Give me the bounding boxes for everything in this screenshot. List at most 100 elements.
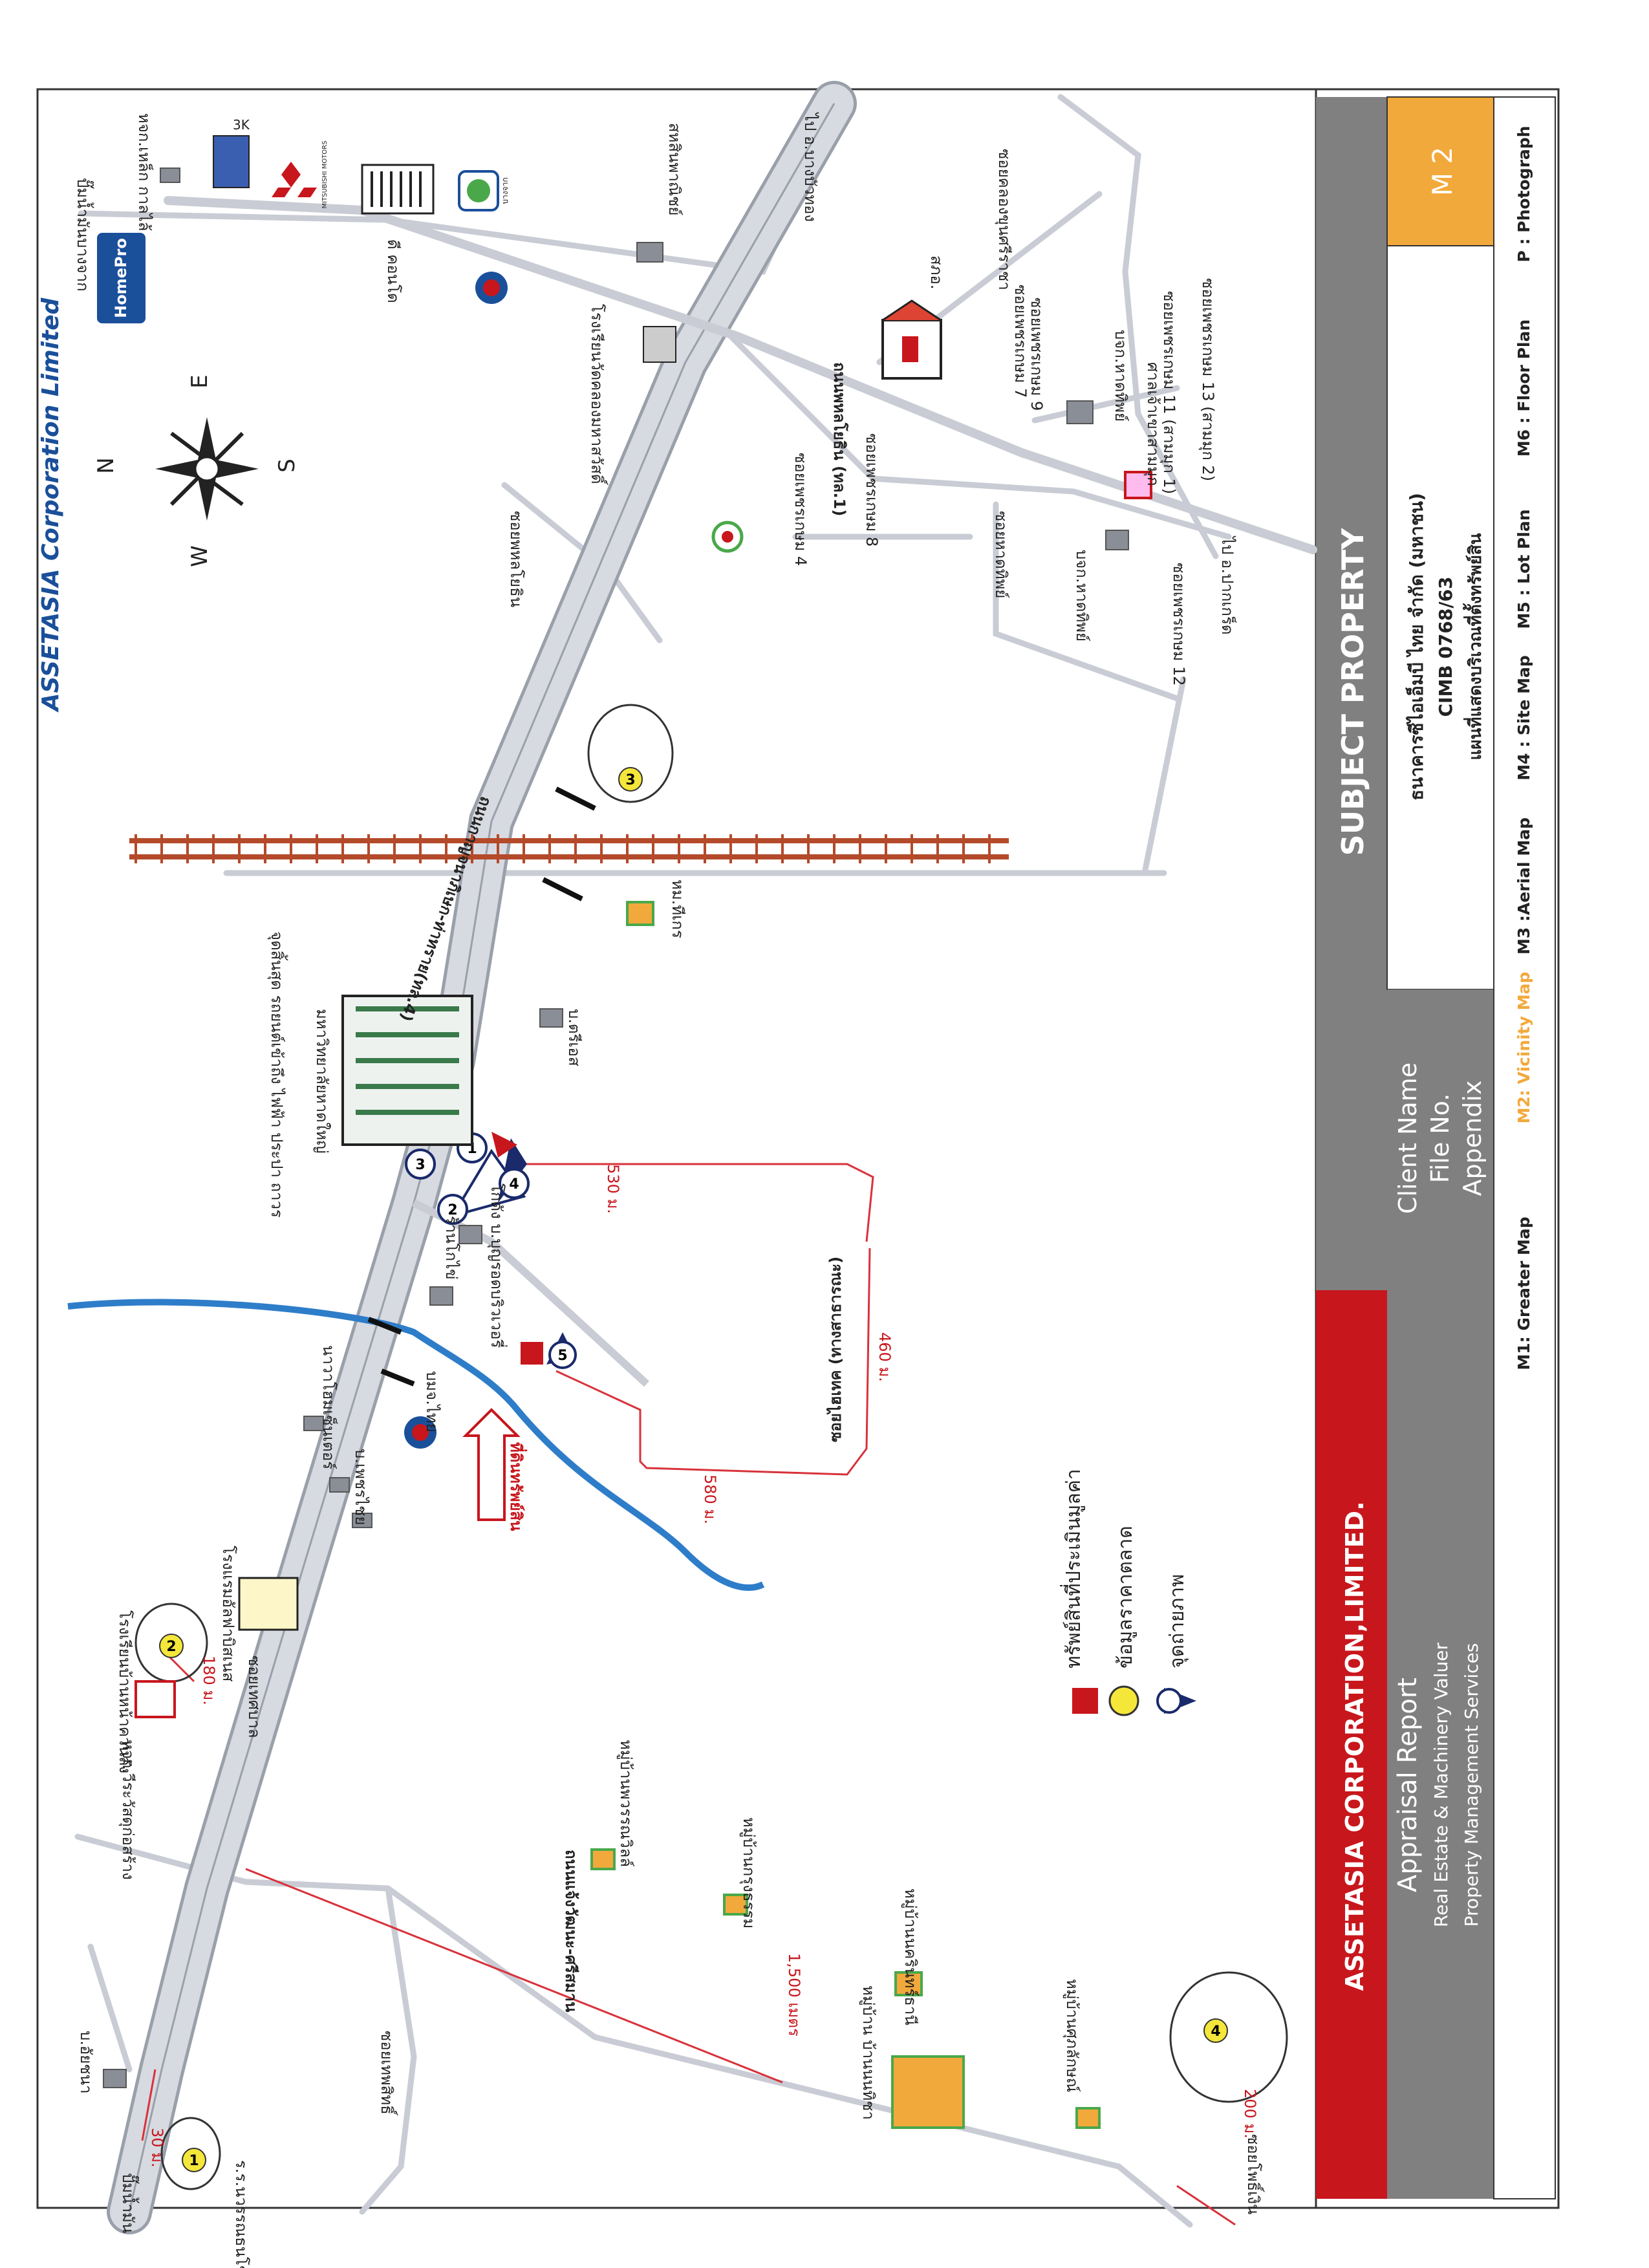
company-text-box [1387, 1300, 1494, 2199]
university-building-icon [341, 995, 473, 1146]
dist-180: 180 ม. [200, 1656, 218, 1705]
label-to-bangbuathong: ไป อ.บางบัวทอง [801, 112, 819, 222]
report-title: Appraisal Report [1393, 1678, 1423, 1892]
svg-text:บางจาก: บางจาก [501, 177, 510, 204]
map-code-box [1386, 96, 1494, 246]
road-soi-north [1057, 94, 1219, 559]
label-soi-thepsit: ซอยเทพสิทธิ์ [378, 2031, 398, 2116]
road-grid-b [993, 501, 1180, 702]
label-soi-khlong: ซอยคลองขุนศรีราชา [995, 149, 1013, 290]
building-icon-condo [361, 164, 435, 215]
company-bar [1316, 1290, 1387, 2199]
label-gas-2: ปั๊มน้ำมัน [119, 2173, 140, 2233]
svg-text:MITSUBISHI MOTORS: MITSUBISHI MOTORS [321, 141, 329, 209]
label-road-phahon: ถนนพหลโยธิน (ทล.1) [830, 362, 849, 516]
label-school-3: ร.ร.นวรรณธนโชค [232, 2160, 250, 2268]
company-name: ASSETASIA CORPORATION,LIMITED. [1341, 1501, 1369, 1991]
svg-text:2: 2 [166, 1639, 176, 1655]
road-west-soi [359, 1885, 417, 2215]
label-soi-13: ซอยเพชรเกษม 13 (สามมุก 2) [1198, 278, 1217, 481]
index-m2: M2: Vicinity Map [1514, 972, 1533, 1124]
road-soi-12 [1141, 676, 1187, 876]
svg-text:2: 2 [447, 1202, 457, 1218]
labels-box [1387, 989, 1494, 1300]
label-hotel: โรงแรมอัลฟาบิสเนส [219, 1546, 237, 1682]
index-m1: M1: Greater Map [1514, 1216, 1533, 1370]
gas-station-icon-1 [475, 272, 508, 304]
compass-rose [155, 417, 259, 521]
label-soi-4: ซอยเพชรเกษม 4 [792, 453, 810, 566]
label-village-tikre: หม.ทีเกร [669, 880, 687, 938]
service-2: Property Management Services [1461, 1643, 1482, 1927]
svg-text:3K: 3K [233, 117, 250, 133]
legend-photo-swatch [1156, 1688, 1196, 1714]
appendix-text: แผนที่แสดงบริเวณที่ตั้งทรัพย์สิน [1462, 533, 1485, 760]
label-d-condo: ดี คอนโด [384, 239, 402, 303]
bridge-markers [367, 786, 596, 1387]
label-soi-12: ซอยเพชรเกษม 12 [1170, 563, 1188, 686]
legend: ทรัพย์สินที่ประเมินมูลค่า ข้อมูลราคาตลาด… [1060, 1469, 1196, 1716]
school-icon-1 [643, 326, 676, 363]
brand-3k-icon: 3K [213, 117, 250, 188]
mitsubishi-logo: MITSUBISHI MOTORS [272, 141, 329, 209]
market-marker-2: 2 [159, 1634, 184, 1658]
map-code: M 2 [1427, 147, 1458, 196]
label-village-2: หมู่บ้านกรุงธรรม [739, 1817, 758, 1928]
label-soi-subject: ซอยไฮเทค (ทางสาธารณะ) [826, 1257, 845, 1442]
label-police: สภอ. [927, 255, 945, 290]
railway [129, 834, 1009, 863]
index-m5: M5 : Lot Plan [1514, 510, 1533, 629]
subject-arrow [462, 1408, 521, 1521]
file-no-label: File No. [1426, 1094, 1454, 1183]
subject-property-marker [521, 1342, 543, 1365]
label-tri-s: บ.ตรีเอส [565, 1009, 583, 1066]
label-steel-shop: หจก.เหล็ก กาลไล้ [135, 113, 154, 231]
legend-photo-label: จุดถ่ายภาพ [1166, 1574, 1189, 1669]
dist-30: 30 ม. [148, 2128, 166, 2168]
label-school-1: โรงเรียนวัดคลองมหาสวัสดิ์ [588, 304, 609, 486]
legend-market-swatch [1108, 1685, 1139, 1716]
red-pointer [491, 1132, 517, 1158]
client-name-label: Client Name [1394, 1063, 1422, 1214]
label-endpoint: จุดสิ้นสุด รถยนต์เข้าถึง ไฟฟ้า ประปา ถาว… [267, 931, 288, 1218]
label-mahasin: บมจ.ไทย [423, 1371, 441, 1432]
market-marker-3: 3 [618, 767, 643, 792]
label-sahasin: สหสินพาณิชย์ [665, 123, 684, 215]
label-ko-khai: ร้านโกไข่ [442, 1216, 460, 1280]
dist-1500: 1,500 เมตร [785, 1953, 803, 2036]
label-soi-11: ซอยเพชรเกษม 11 (สามมุก 1) [1159, 291, 1178, 494]
index-strip [1493, 96, 1556, 2199]
label-hardware: หจก.วีระวัสดุก่อสร้าง [118, 1740, 137, 1880]
seven-eleven-icon [711, 521, 744, 553]
label-subject-land: ที่ดินทรัพย์สิน [507, 1442, 528, 1531]
label-aichana: บ.อัยชนา [77, 2031, 95, 2094]
svg-text:HomePro: HomePro [112, 238, 130, 318]
label-to-pakkret: ไป อ.ปากเกร็ด [1218, 535, 1237, 634]
label-phetchai: บ.เพชรไชย [352, 1449, 370, 1526]
label-shrine: ศาลเจ้าเขาสามมุก [1143, 362, 1162, 486]
label-village-4: หมู่บ้านศุภลักษณ์ [1062, 1979, 1081, 2092]
road-crossing [164, 196, 1317, 554]
dist-200: 200 ม. [1241, 2089, 1259, 2139]
info-panel [1315, 88, 1560, 2209]
label-village-1: หมู่บ้านพวรรณวิลล์ [616, 1740, 635, 1867]
label-soi-9: ซอยเพชรเกษม 9 [1028, 297, 1046, 411]
map-area: 3 2 4 1 2 3 1 4 5 [67, 81, 1317, 2268]
label-soi-thesaban: ซอยเทศบาล [245, 1656, 263, 1738]
police-station-icon [881, 299, 942, 380]
dist-530: 530 ม. [604, 1164, 622, 1214]
label-village-5: หมู่บ้าน บ้านนนทิชา [859, 1985, 878, 2120]
client-name: ธนาคารซีไอเอ็มบี ไทย จำกัด (มหาชน) [1405, 493, 1427, 801]
label-university: มหาวิทยาลัยหาดใหญ่ [313, 1009, 331, 1154]
road-soi-4 [727, 333, 1232, 540]
label-village-3: หมู่บ้านนครินทร์ธานี [901, 1888, 920, 2025]
road-vert-west [87, 1943, 133, 2073]
market-marker-4: 4 [1203, 2018, 1228, 2043]
label-soi-7: ซอยเพชรเกษม 7 [1011, 285, 1029, 398]
dist-580: 580 ม. [701, 1474, 719, 1524]
file-no: CIMB 0768/63 [1435, 576, 1456, 717]
hotel-building-icon [238, 1577, 299, 1631]
homepro-logo: HomePro [97, 233, 146, 323]
index-m6: M6 : Floor Plan [1514, 319, 1533, 457]
svg-text:4: 4 [509, 1176, 519, 1193]
